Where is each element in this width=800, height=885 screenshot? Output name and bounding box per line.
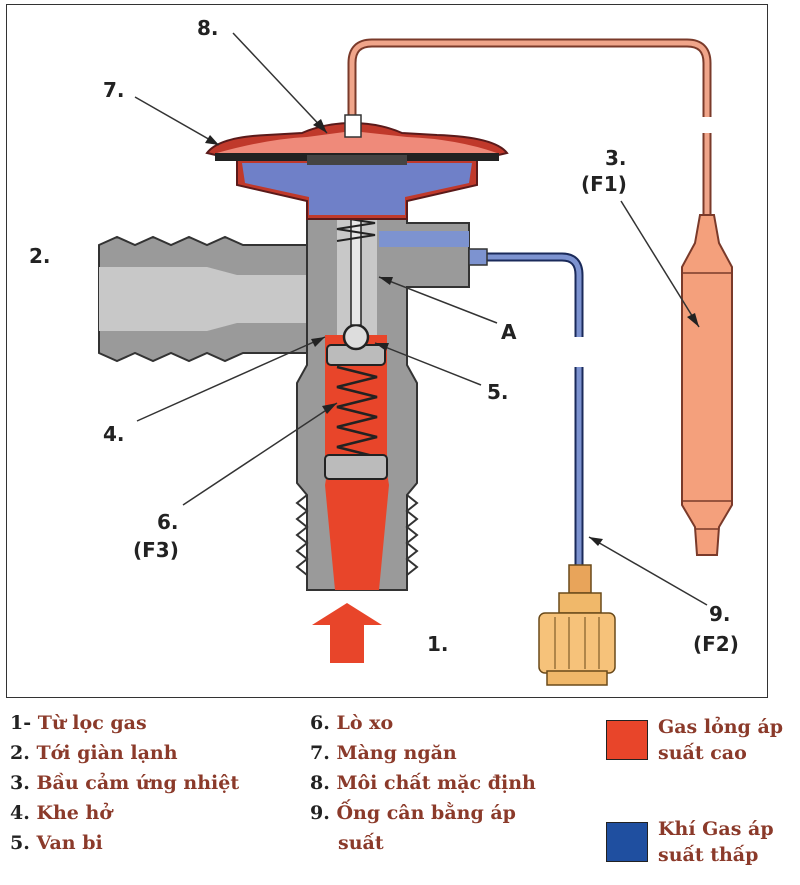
label-2: 2. — [29, 244, 51, 268]
legend-item-5: 5. Van bi — [10, 832, 103, 854]
legend-item-1: 1- Từ lọc gas — [10, 712, 147, 734]
inlet-arrow — [312, 603, 382, 663]
label-f2: (F2) — [693, 632, 739, 656]
diagram-frame: 8. 7. 2. 3. (F1) A 5. 4. 6. (F3) 1. 9. (… — [6, 4, 768, 698]
legend-column-1: 1- Từ lọc gas 2. Tới giàn lạnh 3. Bầu cả… — [10, 708, 239, 858]
label-8: 8. — [197, 16, 219, 40]
ball-valve — [342, 323, 370, 351]
legend-item-3: 3. Bầu cảm ứng nhiệt — [10, 772, 240, 794]
spring — [336, 365, 378, 459]
sensing-bulb — [681, 214, 733, 556]
swatch-high-pressure-liquid — [606, 720, 648, 760]
label-5: 5. — [487, 380, 509, 404]
diaphragm-housing — [205, 114, 509, 220]
legend-column-2: 6. Lò xo 7. Màng ngăn 8. Môi chất mặc đị… — [310, 708, 536, 858]
legend-item-9: 9. Ống cân bằng áp — [310, 802, 516, 824]
label-a: A — [501, 320, 517, 344]
legend-item-4: 4. Khe hở — [10, 802, 112, 824]
label-9: 9. — [709, 602, 731, 626]
key-high-pressure-liquid: Gas lỏng áp suất cao — [658, 716, 784, 764]
expansion-valve-diagram: 8. 7. 2. 3. (F1) A 5. 4. 6. (F3) 1. 9. (… — [29, 16, 739, 686]
label-7: 7. — [103, 78, 125, 102]
label-6: 6. — [157, 510, 179, 534]
legend-item-8: 8. Môi chất mặc định — [310, 772, 536, 794]
label-f1: (F1) — [581, 172, 627, 196]
swatch-low-pressure-gas — [606, 822, 648, 862]
legend-item-9-cont: suất — [338, 832, 384, 854]
label-f3: (F3) — [133, 538, 179, 562]
capillary-tube — [347, 38, 712, 123]
key-low-pressure-gas: Khí Gas áp suất thấp — [658, 818, 774, 866]
flare-nut — [538, 564, 616, 686]
legend-item-2: 2. Tới giàn lạnh — [10, 742, 178, 764]
label-3: 3. — [605, 146, 627, 170]
label-1: 1. — [427, 632, 449, 656]
valve-body — [295, 180, 488, 591]
outlet-port — [98, 235, 308, 363]
label-4: 4. — [103, 422, 125, 446]
legend-item-6: 6. Lò xo — [310, 712, 394, 734]
legend-item-7: 7. Màng ngăn — [310, 742, 457, 764]
